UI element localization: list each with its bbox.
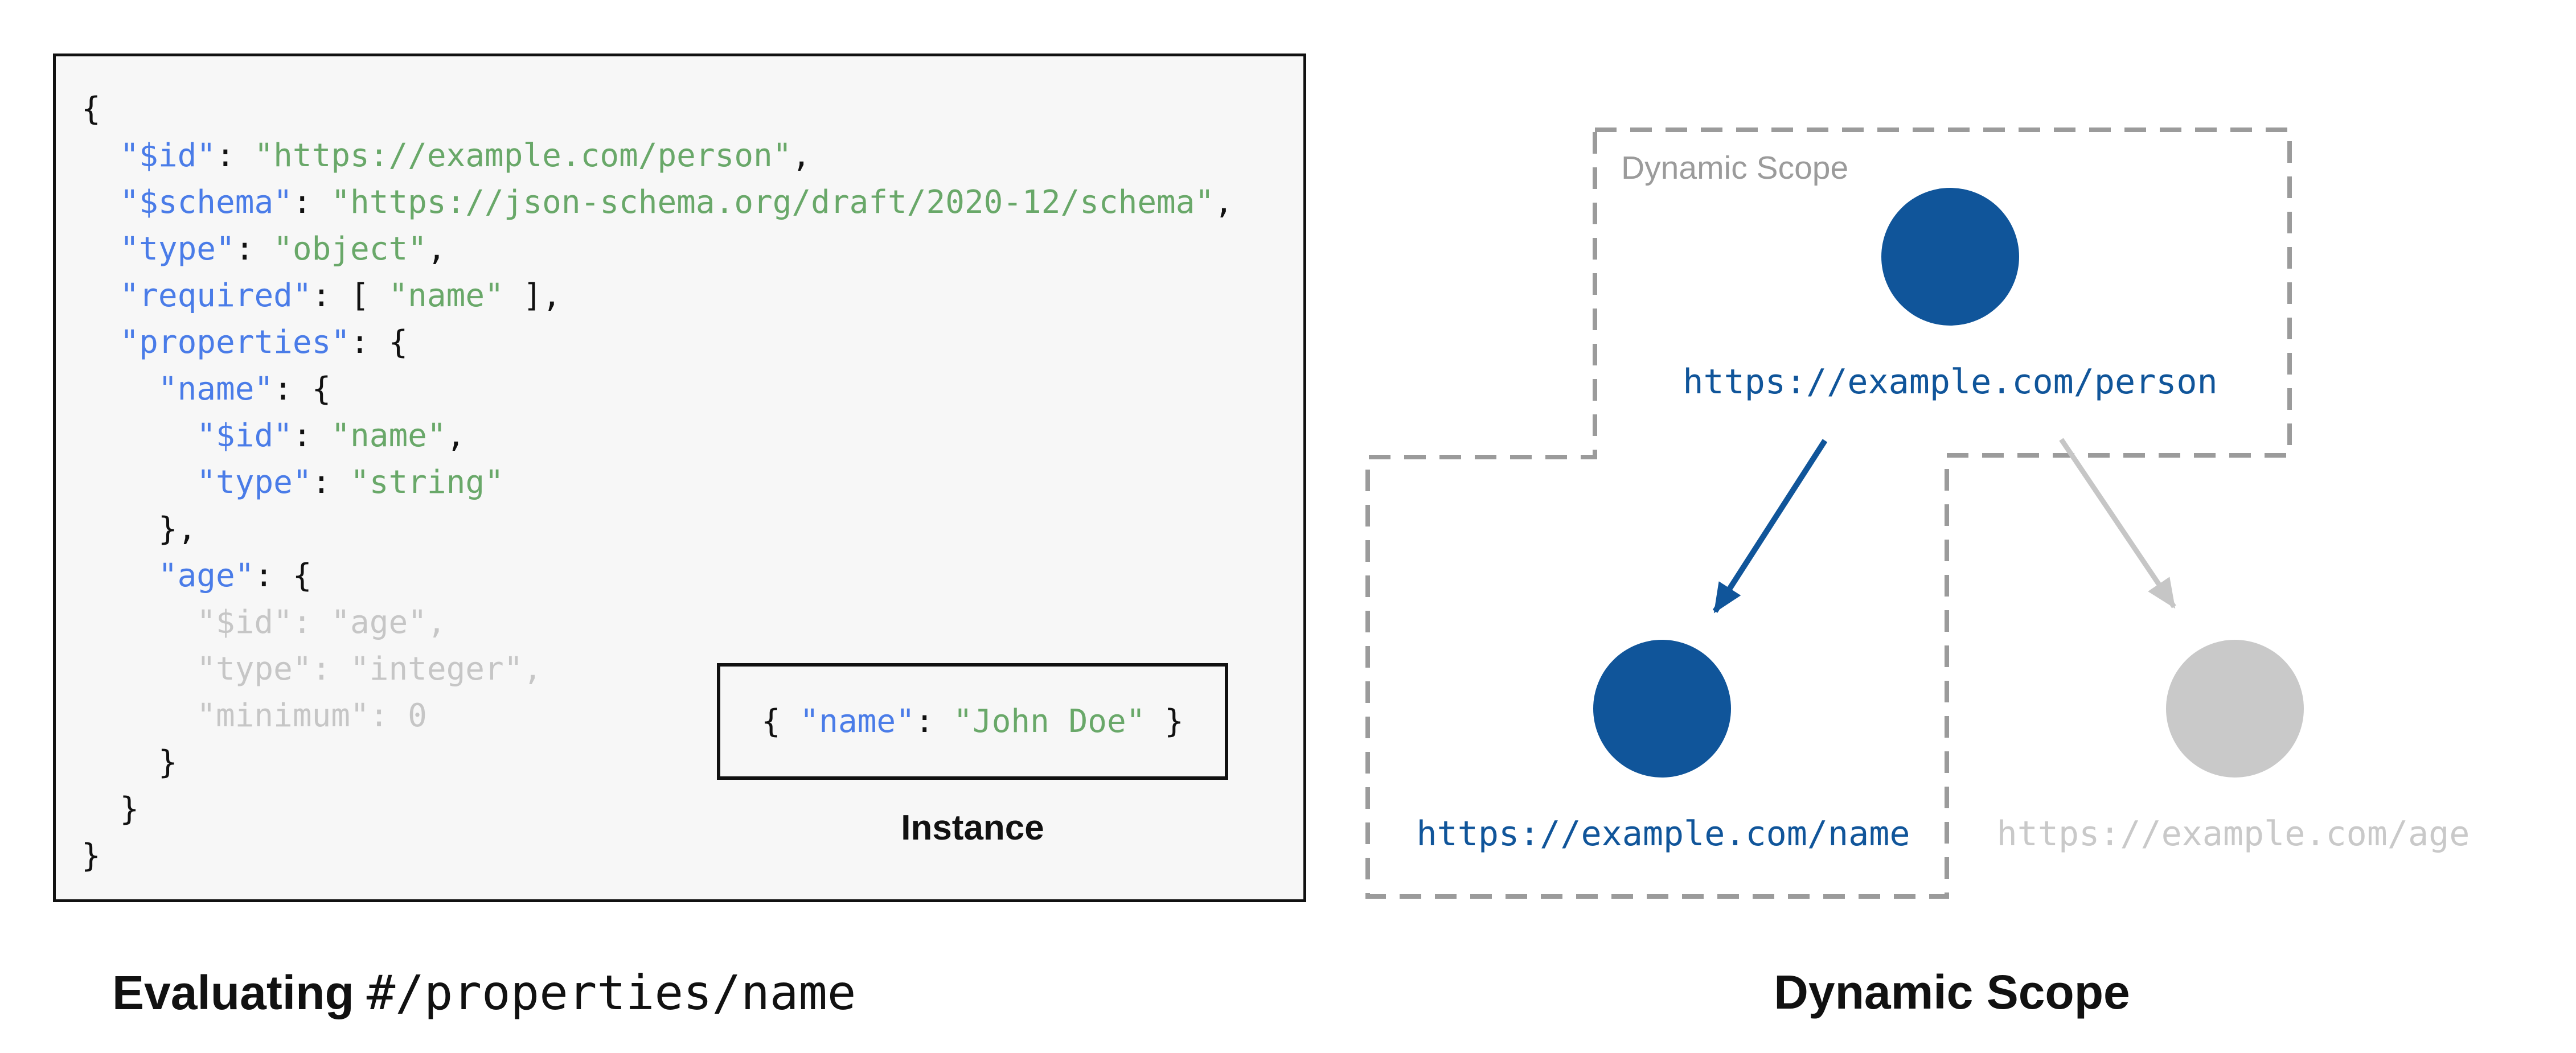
instance-box: { "name": "John Doe" } bbox=[717, 663, 1228, 780]
dynamic-scope-boundary bbox=[1365, 127, 2292, 899]
code-line: { bbox=[81, 91, 101, 127]
left-caption-pointer: #/properties/name bbox=[366, 965, 856, 1021]
code-line: "$id": "https://example.com/person", bbox=[120, 137, 811, 174]
node-name bbox=[1593, 640, 1731, 778]
code-line: "$id": "name", bbox=[196, 417, 466, 454]
code-line: } bbox=[81, 744, 178, 781]
node-name-label: https://example.com/name bbox=[1416, 814, 1910, 854]
node-person-label: https://example.com/person bbox=[1683, 362, 2218, 402]
left-caption-bold: Evaluating bbox=[112, 966, 354, 1019]
code-line: "type": "object", bbox=[120, 231, 446, 268]
code-line: "minimum": 0 bbox=[81, 697, 427, 734]
code-line: "$schema": "https://json-schema.org/draf… bbox=[120, 184, 1233, 221]
node-age bbox=[2166, 640, 2304, 778]
schema-code-block: { "$id": "https://example.com/person", "… bbox=[53, 54, 1306, 902]
code-line: "required": [ "name" ], bbox=[120, 277, 561, 314]
edge-person-to-name-arrow bbox=[1712, 439, 1828, 614]
code-line: "name": { bbox=[158, 371, 331, 408]
code-line: "age": { bbox=[158, 557, 312, 594]
code-line: }, bbox=[81, 511, 197, 548]
node-person bbox=[1881, 188, 2019, 326]
code-line: "$id": "age", bbox=[81, 604, 446, 641]
left-caption: Evaluating#/properties/name bbox=[112, 965, 856, 1021]
code-line: "type": "string" bbox=[196, 464, 504, 501]
edge-person-to-age-arrow bbox=[2059, 438, 2176, 609]
code-line: } bbox=[81, 791, 140, 828]
schema-code: { "$id": "https://example.com/person", "… bbox=[81, 86, 1233, 879]
right-caption: Dynamic Scope bbox=[1774, 965, 2130, 1019]
code-line: "properties": { bbox=[120, 324, 408, 361]
code-line: { "name": "John Doe" } bbox=[761, 703, 1184, 740]
instance-label: Instance bbox=[901, 808, 1044, 848]
node-age-label: https://example.com/age bbox=[1996, 814, 2470, 854]
dynamic-scope-box-label: Dynamic Scope bbox=[1621, 150, 1849, 186]
code-line: "type": "integer", bbox=[81, 651, 543, 688]
code-line: } bbox=[81, 837, 101, 874]
